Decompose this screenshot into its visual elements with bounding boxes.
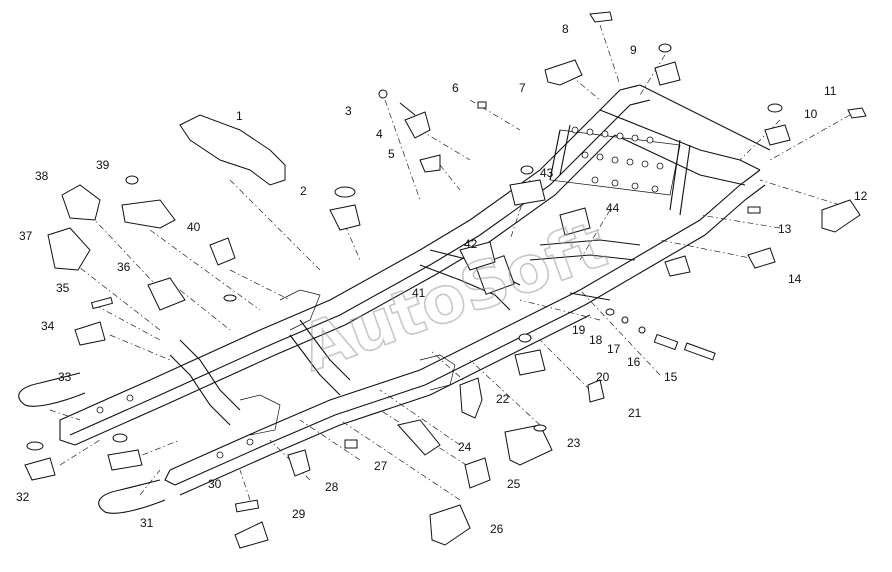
callout-2: 2: [300, 184, 307, 198]
callout-30: 30: [208, 477, 222, 491]
callout-33: 33: [58, 370, 72, 384]
callout-15: 15: [664, 370, 678, 384]
callout-1: 1: [236, 109, 243, 123]
callout-38: 38: [35, 169, 49, 183]
callout-17: 17: [607, 342, 621, 356]
chassis-frame: [59, 84, 771, 496]
callout-39: 39: [96, 158, 110, 172]
callout-36: 36: [117, 260, 131, 274]
callout-3: 3: [345, 104, 352, 118]
callout-7: 7: [519, 81, 526, 95]
watermark: AutoSoft: [292, 208, 616, 386]
callout-18: 18: [589, 333, 603, 347]
callout-32: 32: [16, 490, 30, 504]
callout-24: 24: [458, 440, 472, 454]
callout-8: 8: [562, 22, 569, 36]
callout-29: 29: [292, 507, 306, 521]
callout-26: 26: [490, 522, 504, 536]
callout-21: 21: [628, 406, 642, 420]
callout-11: 11: [824, 84, 837, 98]
callout-40: 40: [187, 220, 201, 234]
callout-19: 19: [572, 323, 586, 337]
callout-43: 43: [540, 166, 554, 180]
callout-5: 5: [388, 147, 395, 161]
part-1-plate: [179, 114, 286, 186]
callout-23: 23: [567, 436, 581, 450]
callout-16: 16: [627, 355, 641, 369]
callout-4: 4: [376, 127, 383, 141]
callout-31: 31: [140, 516, 154, 530]
callout-labels: 1 2 3 4 5 6 7 8 9 10 11 12 13 14 15 16 1…: [16, 22, 868, 536]
callout-37: 37: [19, 229, 33, 243]
callout-41: 41: [412, 286, 426, 300]
callout-28: 28: [325, 480, 339, 494]
callout-12: 12: [854, 189, 868, 203]
callout-14: 14: [788, 272, 802, 286]
callout-42: 42: [464, 237, 478, 251]
callout-44: 44: [606, 201, 620, 215]
frame-holes: [96, 126, 664, 459]
callout-13: 13: [778, 222, 792, 236]
callout-9: 9: [630, 43, 637, 57]
loose-parts: [18, 11, 867, 549]
callout-10: 10: [804, 107, 818, 121]
callout-25: 25: [507, 477, 521, 491]
callout-27: 27: [374, 459, 388, 473]
callout-35: 35: [56, 281, 70, 295]
callout-6: 6: [452, 81, 459, 95]
callout-20: 20: [596, 370, 610, 384]
callout-22: 22: [496, 392, 510, 406]
callout-34: 34: [41, 319, 55, 333]
leader-lines: [49, 24, 851, 501]
